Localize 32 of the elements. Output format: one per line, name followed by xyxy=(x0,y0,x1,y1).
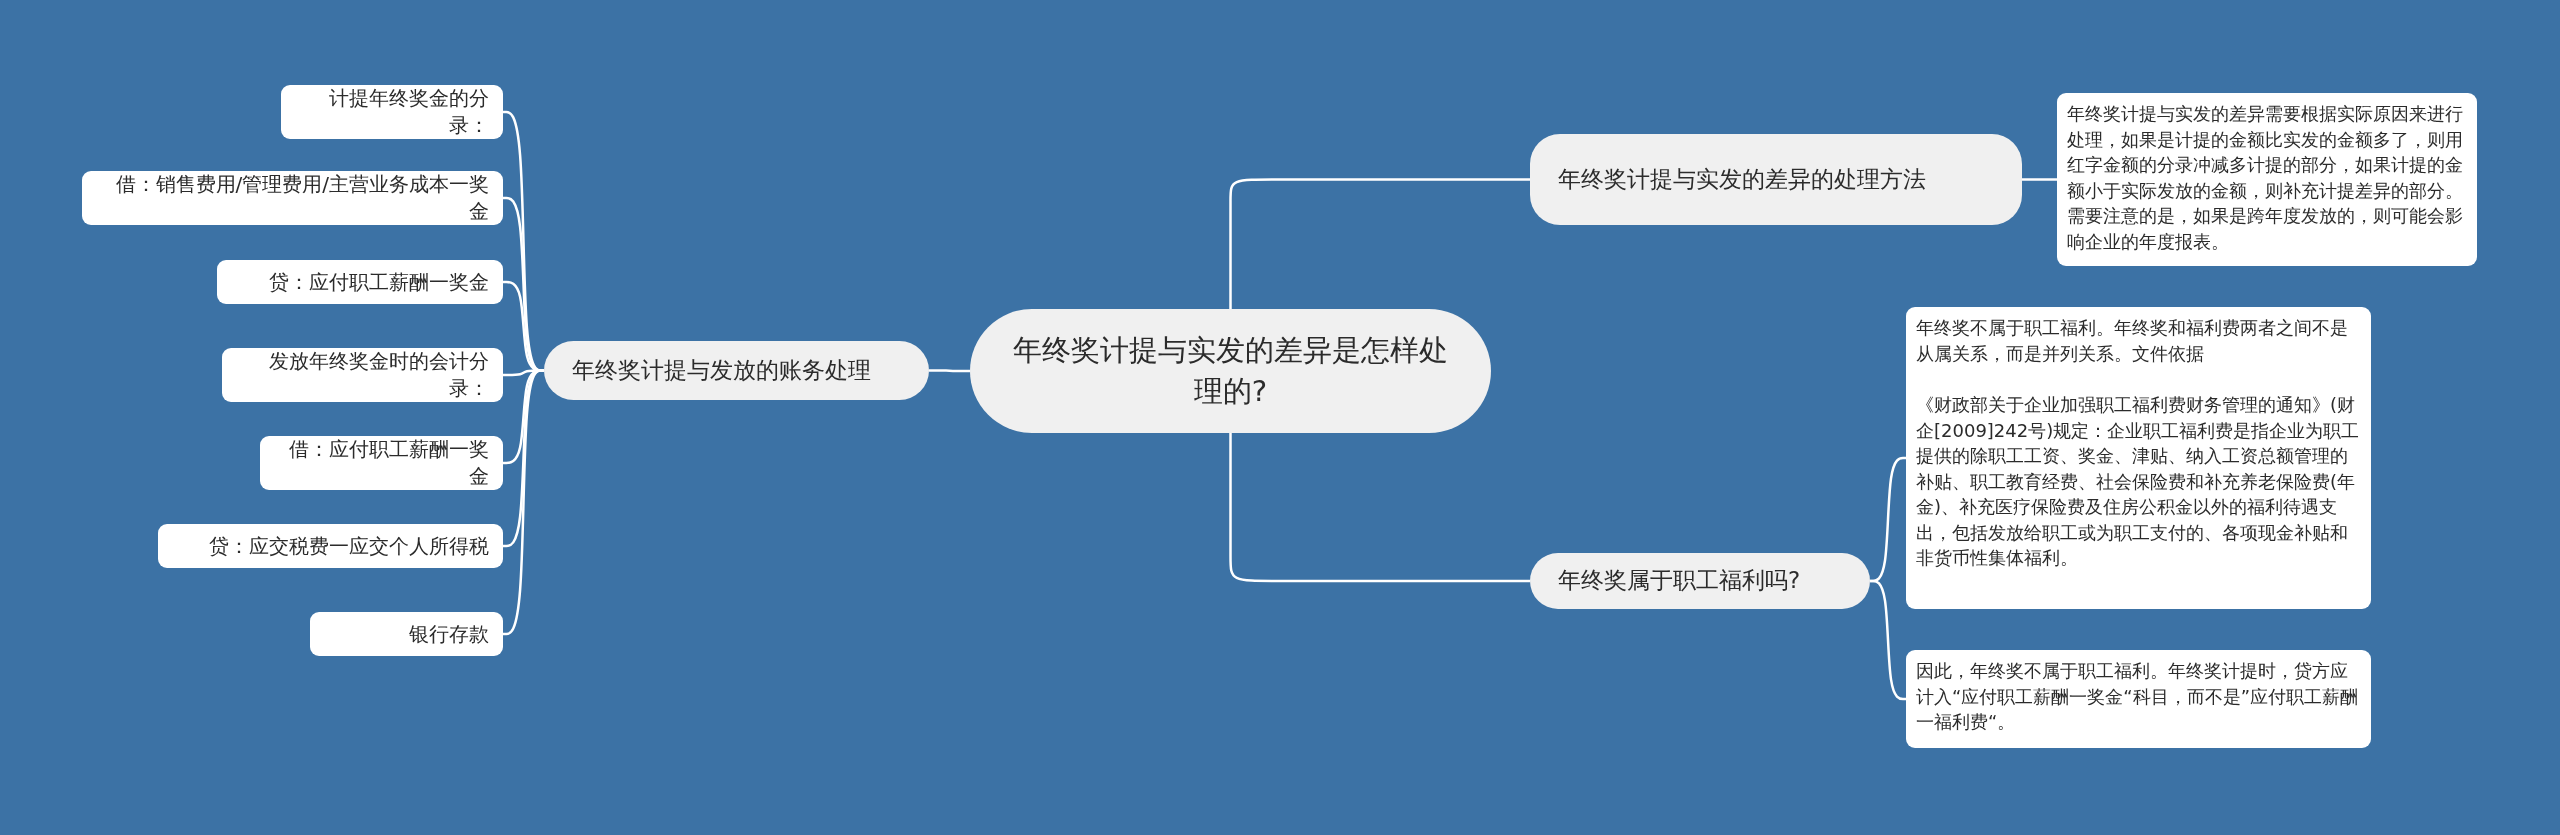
note-box xyxy=(2057,93,2477,266)
connector-line xyxy=(1229,178,1530,309)
topic-text: 贷：应付职工薪酬一奖金 xyxy=(268,268,489,296)
subtopic-box xyxy=(310,612,503,656)
topic-text: 年终奖计提与实发的差异需要根据实际原因来进行处理，如果是计提的金额比实发的金额多了，则用红字金额的分录冲减多计提的部分，如果计提的金额小于实际发放的金额，则补充计提差异的部分。需要注意的是，如果是跨年度发放的，则可能会影响企业的年度报表。 xyxy=(2067,102,2464,254)
topic-text: 年终奖不属于职工福利。年终奖和福利费两者之间不是从属关系，而是并列关系。文件依据 xyxy=(1916,316,2349,366)
subtopic-box xyxy=(158,524,503,568)
subtopic-box xyxy=(281,85,503,139)
topic-text: 年终奖属于职工福利吗? xyxy=(1558,566,1802,596)
topic-text: 借：应付职工薪酬一奖金 xyxy=(288,436,489,490)
topic-text: 借：销售费用/管理费用/主营业务成本一奖金 xyxy=(114,171,489,225)
connector-line xyxy=(2022,178,2057,181)
connector-line xyxy=(1229,433,1530,583)
topic-box xyxy=(1530,553,1870,609)
subtopic-box xyxy=(217,260,503,304)
topic-text: 《财政部关于企业加强职工福利费财务管理的通知》(财企[2009]242号)规定：企业职工福利费是指企业为职工提供的除职工工资、奖金、津贴、纳入工资总额管理的补贴、职工教育经费、社会保险费和补充养老保险费(年金)、补充医疗保险费及住房公积金以外的福利待遇支出，包括发放给职工或为职工支付的、各项现金补贴和非货币性集体福利。 xyxy=(1916,393,2361,571)
note-box xyxy=(1906,307,2371,609)
subtopic-box xyxy=(260,436,503,490)
topic-text: 年终奖计提与实发的差异是怎样处理的? xyxy=(1012,332,1449,410)
topic-text: 年终奖计提与实发的差异的处理方法 xyxy=(1558,164,1927,194)
topic-text: 因此，年终奖不属于职工福利。年终奖计提时，贷方应计入“应付职工薪酬一奖金“科目，而不是”应付职工薪酬一福利费“。 xyxy=(1916,659,2359,735)
connector-line xyxy=(929,369,970,373)
topic-text: 计提年终奖金的分录： xyxy=(328,85,489,139)
topic-text: 银行存款 xyxy=(408,620,489,648)
topic-text: 发放年终奖金时的会计分录： xyxy=(268,348,489,402)
topic-text: 贷：应交税费一应交个人所得税 xyxy=(208,532,489,560)
connector-line xyxy=(1870,579,1906,701)
subtopic-box xyxy=(222,348,503,402)
connector-line xyxy=(503,369,544,636)
topic-text: 年终奖计提与发放的账务处理 xyxy=(572,355,872,385)
topic-box xyxy=(1530,134,2022,225)
note-box xyxy=(1906,650,2371,748)
